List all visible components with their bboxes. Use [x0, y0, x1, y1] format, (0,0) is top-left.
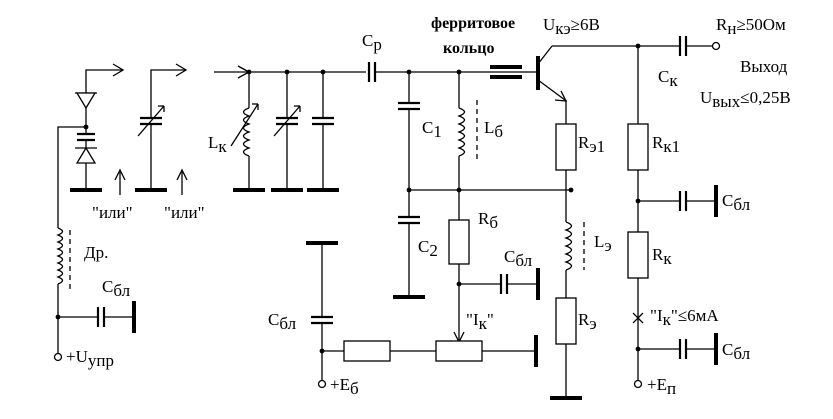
label-lb: Lб [484, 118, 503, 141]
label-lk: Lк [208, 133, 227, 156]
label-ferrite-2: кольцо [443, 40, 494, 57]
resistor-rb [448, 219, 540, 344]
label-uupr: +Uупр [66, 347, 114, 370]
uupr-terminal [53, 352, 63, 362]
transistor [490, 45, 638, 124]
tank-circuit [214, 65, 366, 192]
label-cbl-right-1: Cбл [722, 191, 751, 214]
label-cbl-left: Cбл [102, 277, 131, 300]
inductor-lb [409, 72, 574, 220]
label-cbl-mid: Cбл [504, 247, 533, 270]
label-rb: Rб [478, 209, 498, 232]
label-le: Lэ [594, 232, 612, 255]
cap-cp [367, 62, 510, 82]
varcap-option-1 [114, 63, 188, 195]
label-ili-1: "или" [92, 203, 133, 222]
label-cbl-right-2: Cбл [722, 340, 751, 363]
label-c1: C1 [422, 118, 442, 141]
label-ferrite-1: ферритовое [431, 15, 515, 32]
label-choke: Др. [84, 243, 108, 262]
label-re: Rэ [578, 310, 597, 333]
label-uke: Uкэ≥6В [543, 15, 600, 38]
bias-network [306, 241, 538, 389]
choke-dr [53, 227, 136, 362]
label-ik-right: "Iк"≤6мА [650, 306, 719, 329]
label-ck: Cк [658, 67, 678, 90]
label-cp: Cр [362, 31, 382, 54]
label-eb: +Eб [330, 375, 359, 398]
emitter-chain [550, 123, 585, 400]
varicap-branch [57, 63, 125, 228]
ep-terminal [633, 379, 643, 389]
label-ik-mid: "Iк" [466, 310, 494, 333]
label-ili-2: "или" [164, 203, 205, 222]
label-rk1: Rк1 [652, 133, 680, 156]
label-re1: Rэ1 [578, 133, 605, 156]
output-terminal [711, 41, 721, 51]
label-uvyh: Uвых≤0,25В [700, 88, 791, 111]
cap-c1-c2 [393, 72, 425, 299]
label-c2: C2 [418, 237, 438, 260]
collector-chain [627, 36, 721, 389]
label-rk: Rк [652, 245, 672, 268]
label-cbl-bottom: Cбл [268, 310, 297, 333]
label-rn: Rн≥50Ом [716, 15, 786, 38]
eb-terminal [317, 379, 327, 389]
label-output: Выход [740, 57, 788, 76]
label-ep: +Eп [647, 375, 676, 398]
